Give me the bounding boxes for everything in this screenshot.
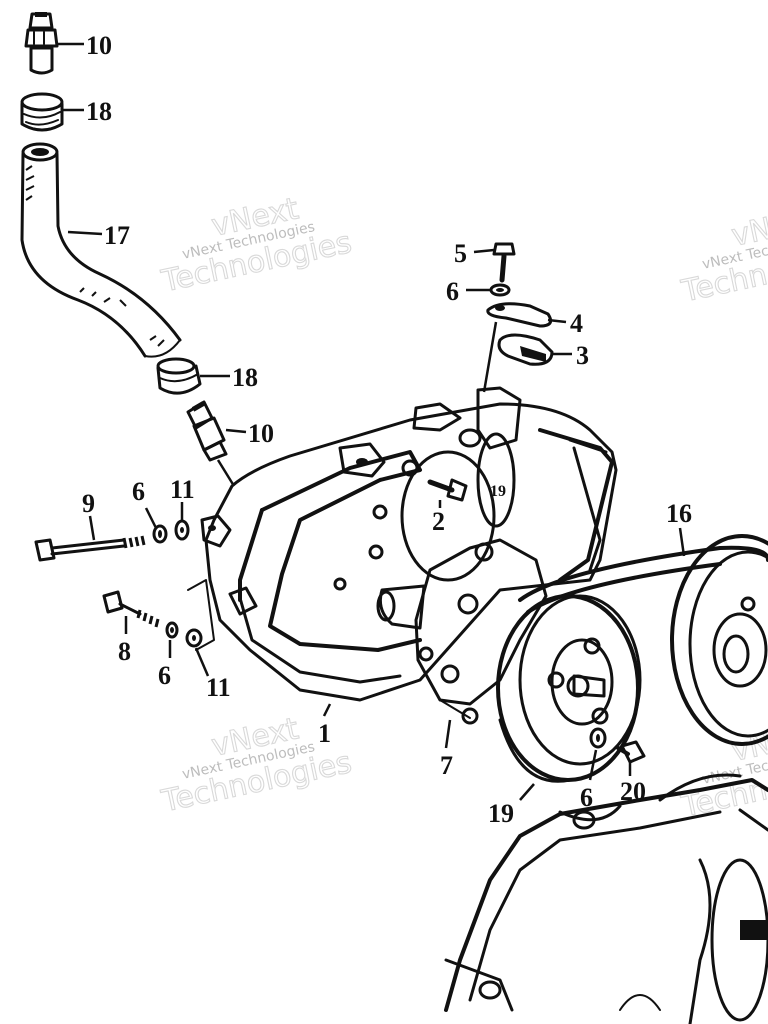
callout-11-lower-left: 11 [206,673,231,702]
gasket-edge [187,579,215,651]
hose-clamp-part-18-lower [156,357,202,395]
callout-10-top: 10 [86,31,112,60]
fitting-part-10-lower [186,400,228,462]
bolt-part-8 [102,590,160,628]
pulley-part-19 [496,594,642,782]
callout-16: 16 [666,499,692,528]
cover-plate-part-3 [497,333,554,366]
washer-part-6-lower-left [165,621,179,639]
callout-6-lower-left: 6 [158,661,171,690]
washer-part-11-left [174,519,190,541]
hose-clamp-part-18-top [20,92,64,132]
washer-part-6-left [152,524,168,544]
fitting-part-10-top [24,12,59,75]
washer-part-6-bottom [589,727,607,749]
leader-lines [56,42,686,801]
watermark: vNext vNext Technologies Technologies [157,191,355,300]
belt-part-16 [498,545,768,783]
callout-1: 1 [318,719,331,748]
callout-7: 7 [440,751,453,780]
hose-part-17 [20,142,182,358]
lower-cover [444,773,768,1024]
callout-6-bottom: 6 [580,783,593,812]
callout-5: 5 [454,239,467,268]
screw-part-20 [616,740,646,764]
callout-18-top: 18 [86,97,112,126]
callout-3: 3 [576,341,589,370]
washer-part-6-top [489,283,511,297]
callout-18-lower: 18 [232,363,258,392]
callout-4: 4 [570,309,583,338]
callout-19: 19 [488,799,514,828]
driven-pulley [670,534,768,746]
callout-11-left: 11 [170,475,195,504]
svg-text:19: 19 [490,483,506,500]
callout-17: 17 [104,221,130,250]
callout-9: 9 [82,489,95,518]
lock-plate-part-4 [486,302,553,328]
bolt-part-2 [427,478,468,502]
long-bolt-part-9 [34,535,146,562]
bolt-part-5 [492,242,516,283]
pump-housing-body: 19 [200,386,618,725]
callout-10-lower: 10 [248,419,274,448]
callout-6-top: 6 [446,277,459,306]
washer-part-11-lower-left [185,628,203,648]
callout-8: 8 [118,637,131,666]
callout-20: 20 [620,777,646,806]
watermark: vNext vNext Technologies Technologies [677,201,768,310]
callout-6-left: 6 [132,477,145,506]
callout-2: 2 [432,507,445,536]
callout-labels: 10 18 17 18 10 5 6 4 3 2 9 6 11 8 6 11 1… [82,31,692,828]
